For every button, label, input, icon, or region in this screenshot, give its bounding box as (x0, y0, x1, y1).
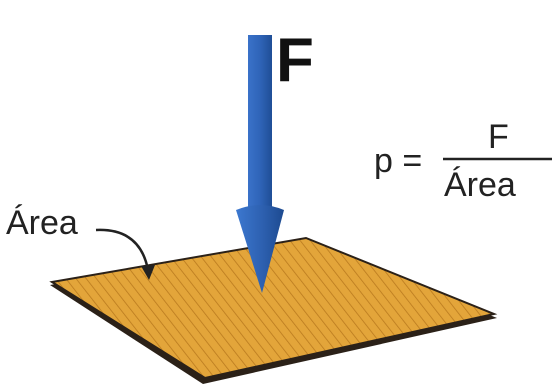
formula-denominator: Área (444, 168, 516, 202)
formula-lhs: p = (374, 144, 422, 178)
force-label: F (276, 30, 314, 92)
formula-numerator: F (488, 120, 509, 154)
surface-plate (50, 238, 497, 384)
area-label: Área (6, 206, 78, 240)
